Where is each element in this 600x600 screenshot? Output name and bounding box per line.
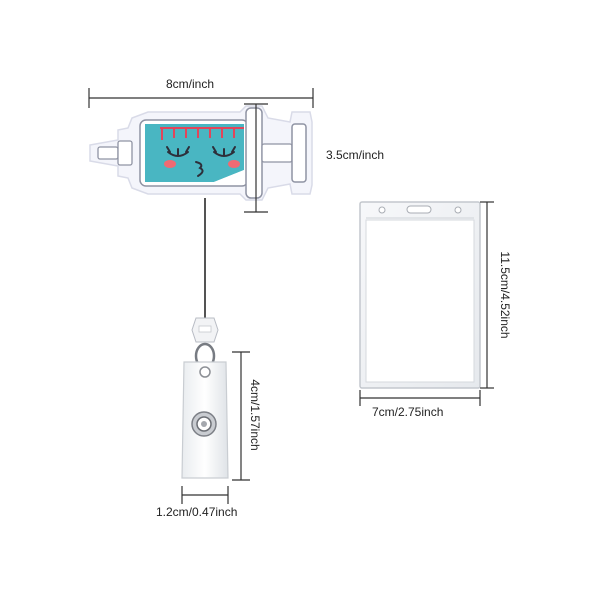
syringe-face xyxy=(166,146,236,177)
syringe-width-label: 8cm/inch xyxy=(166,77,215,91)
clip-width-dimension xyxy=(181,486,229,504)
holder-width-label: 7cm/2.75inch xyxy=(372,405,444,419)
syringe-height-dimension xyxy=(244,103,268,213)
id-card-holder xyxy=(359,201,481,389)
left-cheek xyxy=(164,160,176,168)
holder-height-dimension xyxy=(480,201,494,389)
holder-height-label: 11.5cm/4.52inch xyxy=(498,251,512,339)
syringe-width-dimension xyxy=(88,88,314,108)
syringe-badge-patch xyxy=(89,105,313,201)
badge-reel-clip xyxy=(181,317,229,479)
syringe-height-label: 3.5cm/inch xyxy=(326,148,385,162)
holder-width-dimension xyxy=(359,390,481,406)
clip-height-label: 4cm/1.57inch xyxy=(248,379,262,451)
right-cheek xyxy=(228,160,240,168)
clip-width-label: 1.2cm/0.47inch xyxy=(156,505,238,519)
clip-height-dimension xyxy=(232,351,250,481)
graduation-marks xyxy=(160,127,244,140)
